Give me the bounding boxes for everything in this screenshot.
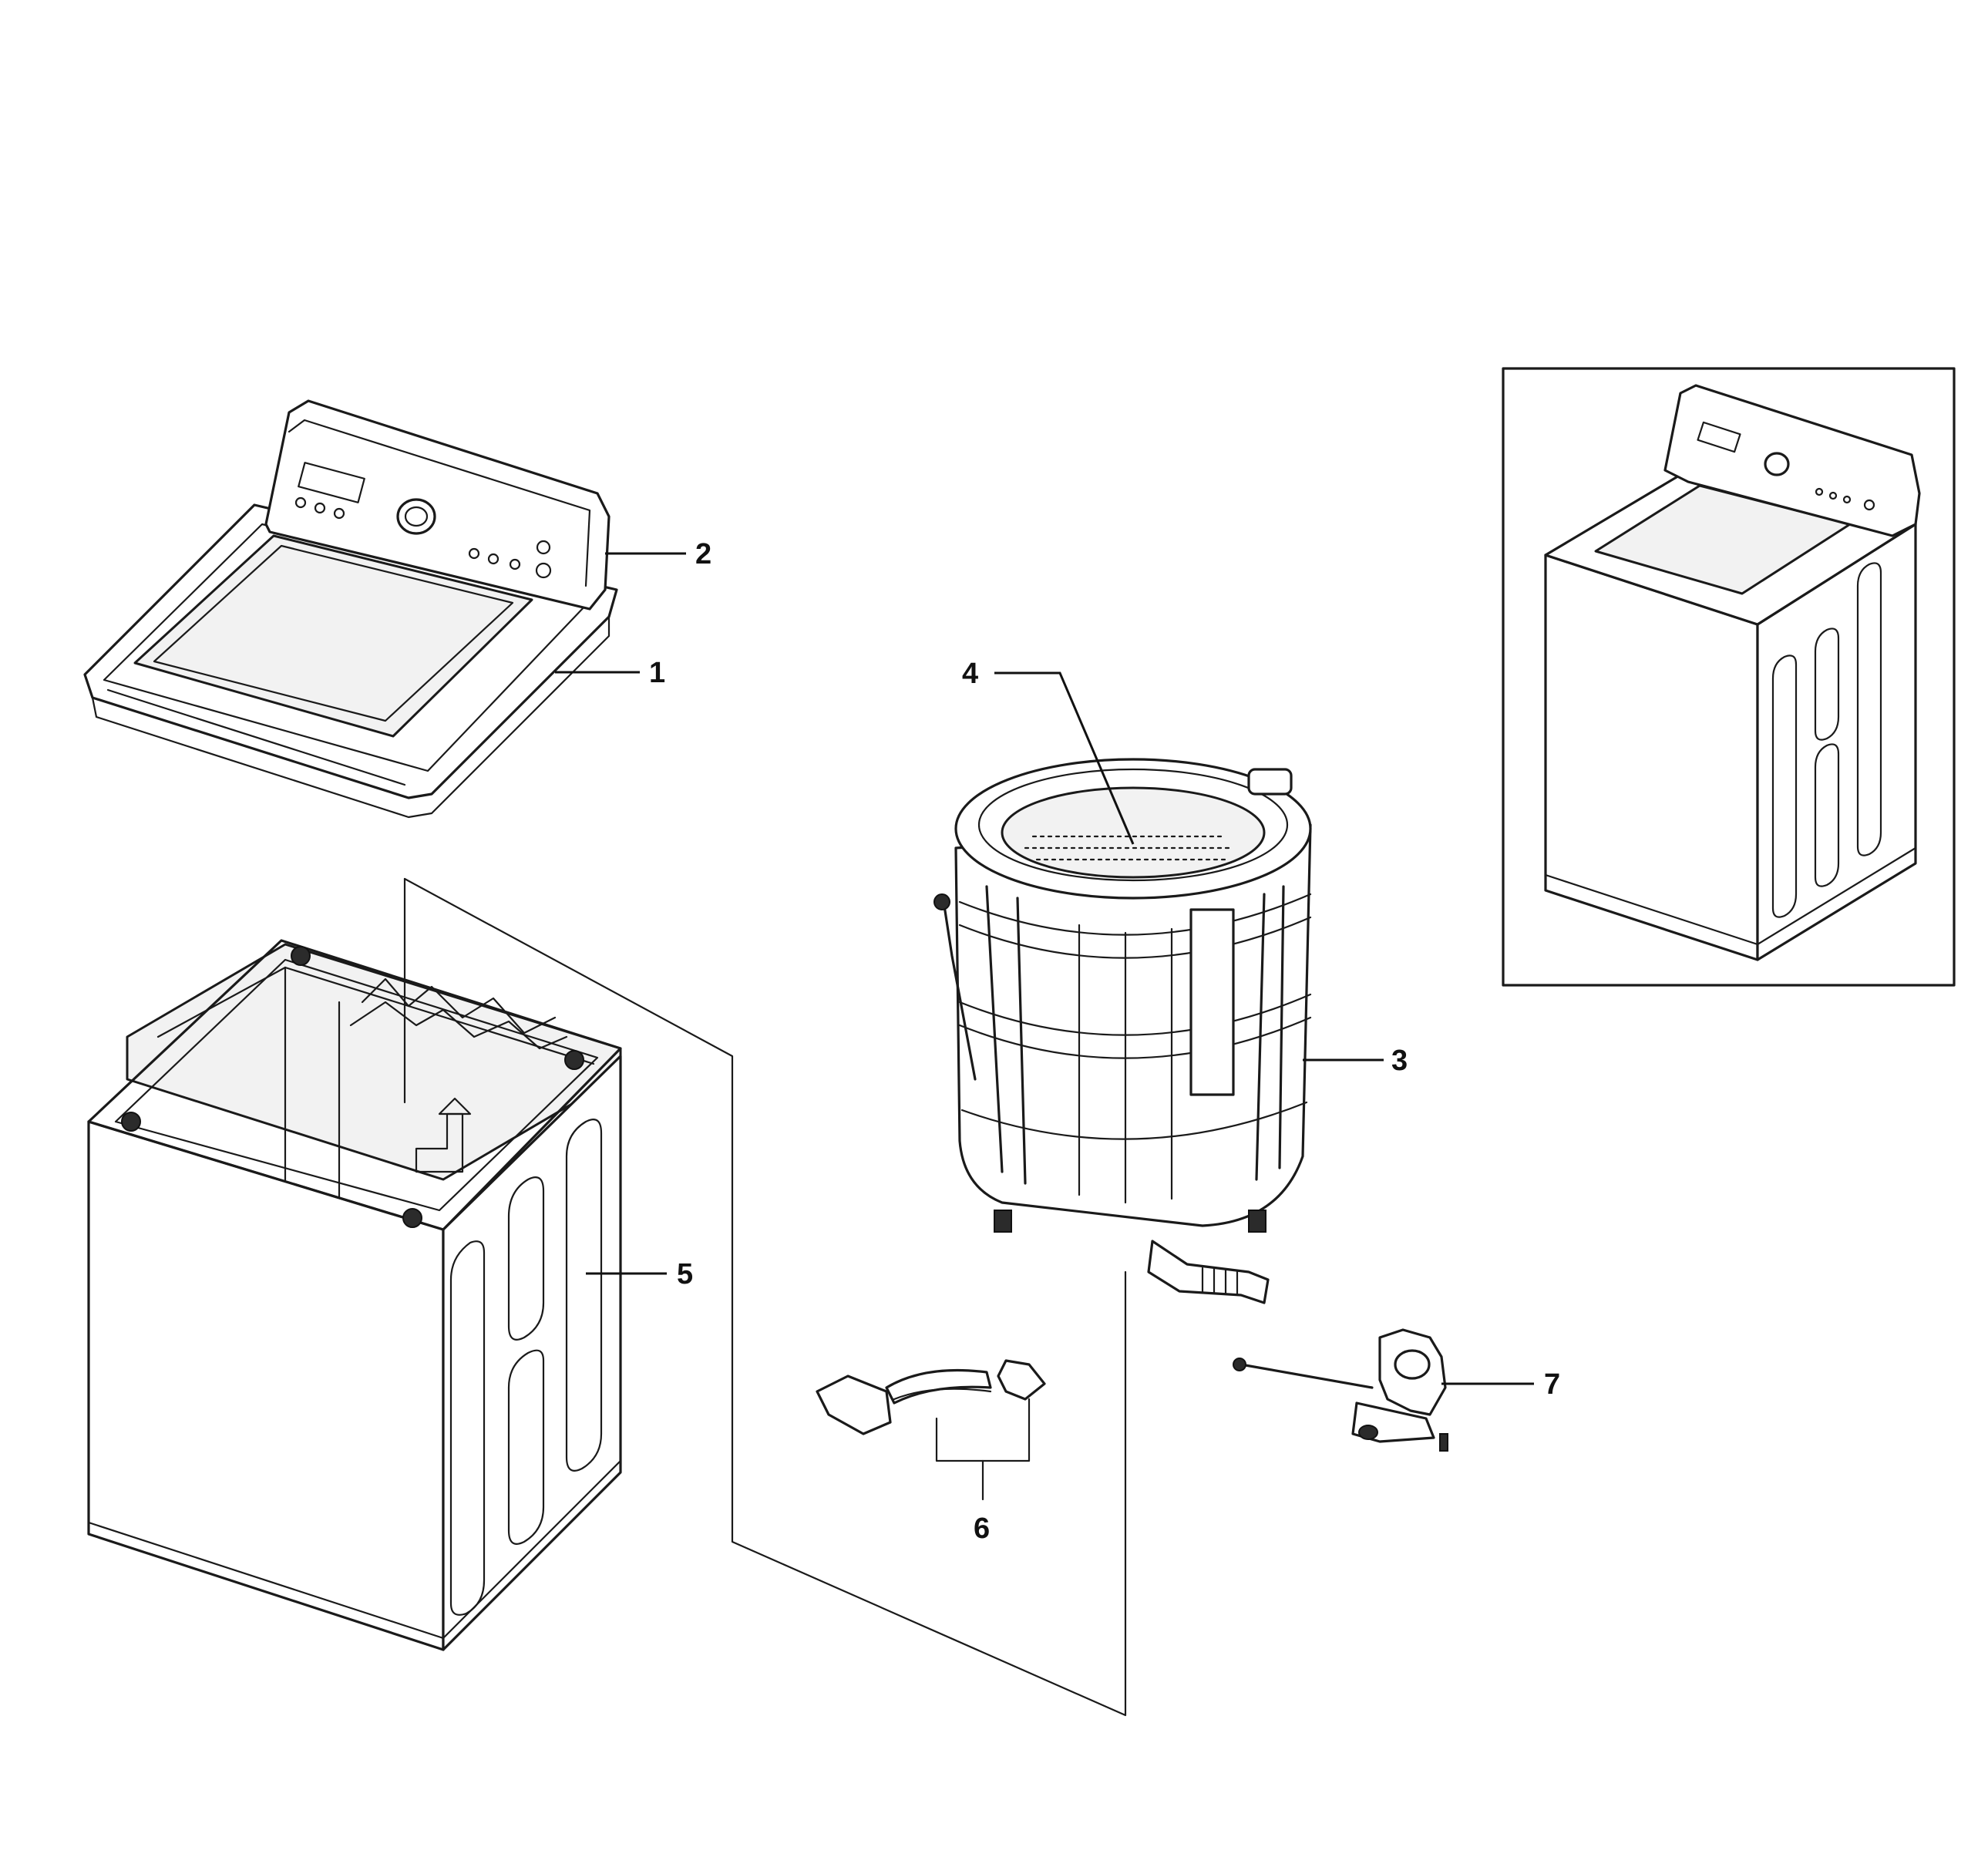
callout-7: 7: [1441, 1368, 1560, 1401]
display-window: [298, 462, 365, 503]
callout-6: 6: [974, 1512, 990, 1545]
heater-part[interactable]: [816, 1359, 1046, 1501]
exploded-guide-lines: [403, 877, 1127, 1717]
callout-label-4: 4: [962, 658, 978, 690]
tub-assembly-part[interactable]: [933, 758, 1312, 1304]
callout-label-1: 1: [649, 657, 665, 689]
water-valve-part[interactable]: [1233, 1328, 1448, 1452]
callout-label-7: 7: [1544, 1368, 1560, 1401]
callout-4: 4: [962, 658, 1135, 845]
callout-label-5: 5: [677, 1258, 693, 1290]
callout-label-6: 6: [974, 1512, 990, 1545]
callout-label-3: 3: [1391, 1045, 1408, 1077]
callout-label-2: 2: [695, 538, 711, 570]
control-panel-part[interactable]: [264, 399, 611, 611]
dial-knob-icon: [396, 498, 436, 535]
callout-2: 2: [605, 538, 711, 570]
assembled-washer-inset: [1502, 367, 1956, 987]
callout-3: 3: [1303, 1045, 1408, 1077]
callout-1: 1: [555, 657, 665, 689]
callout-5: 5: [586, 1258, 693, 1290]
cabinet-part[interactable]: [87, 799, 622, 1651]
